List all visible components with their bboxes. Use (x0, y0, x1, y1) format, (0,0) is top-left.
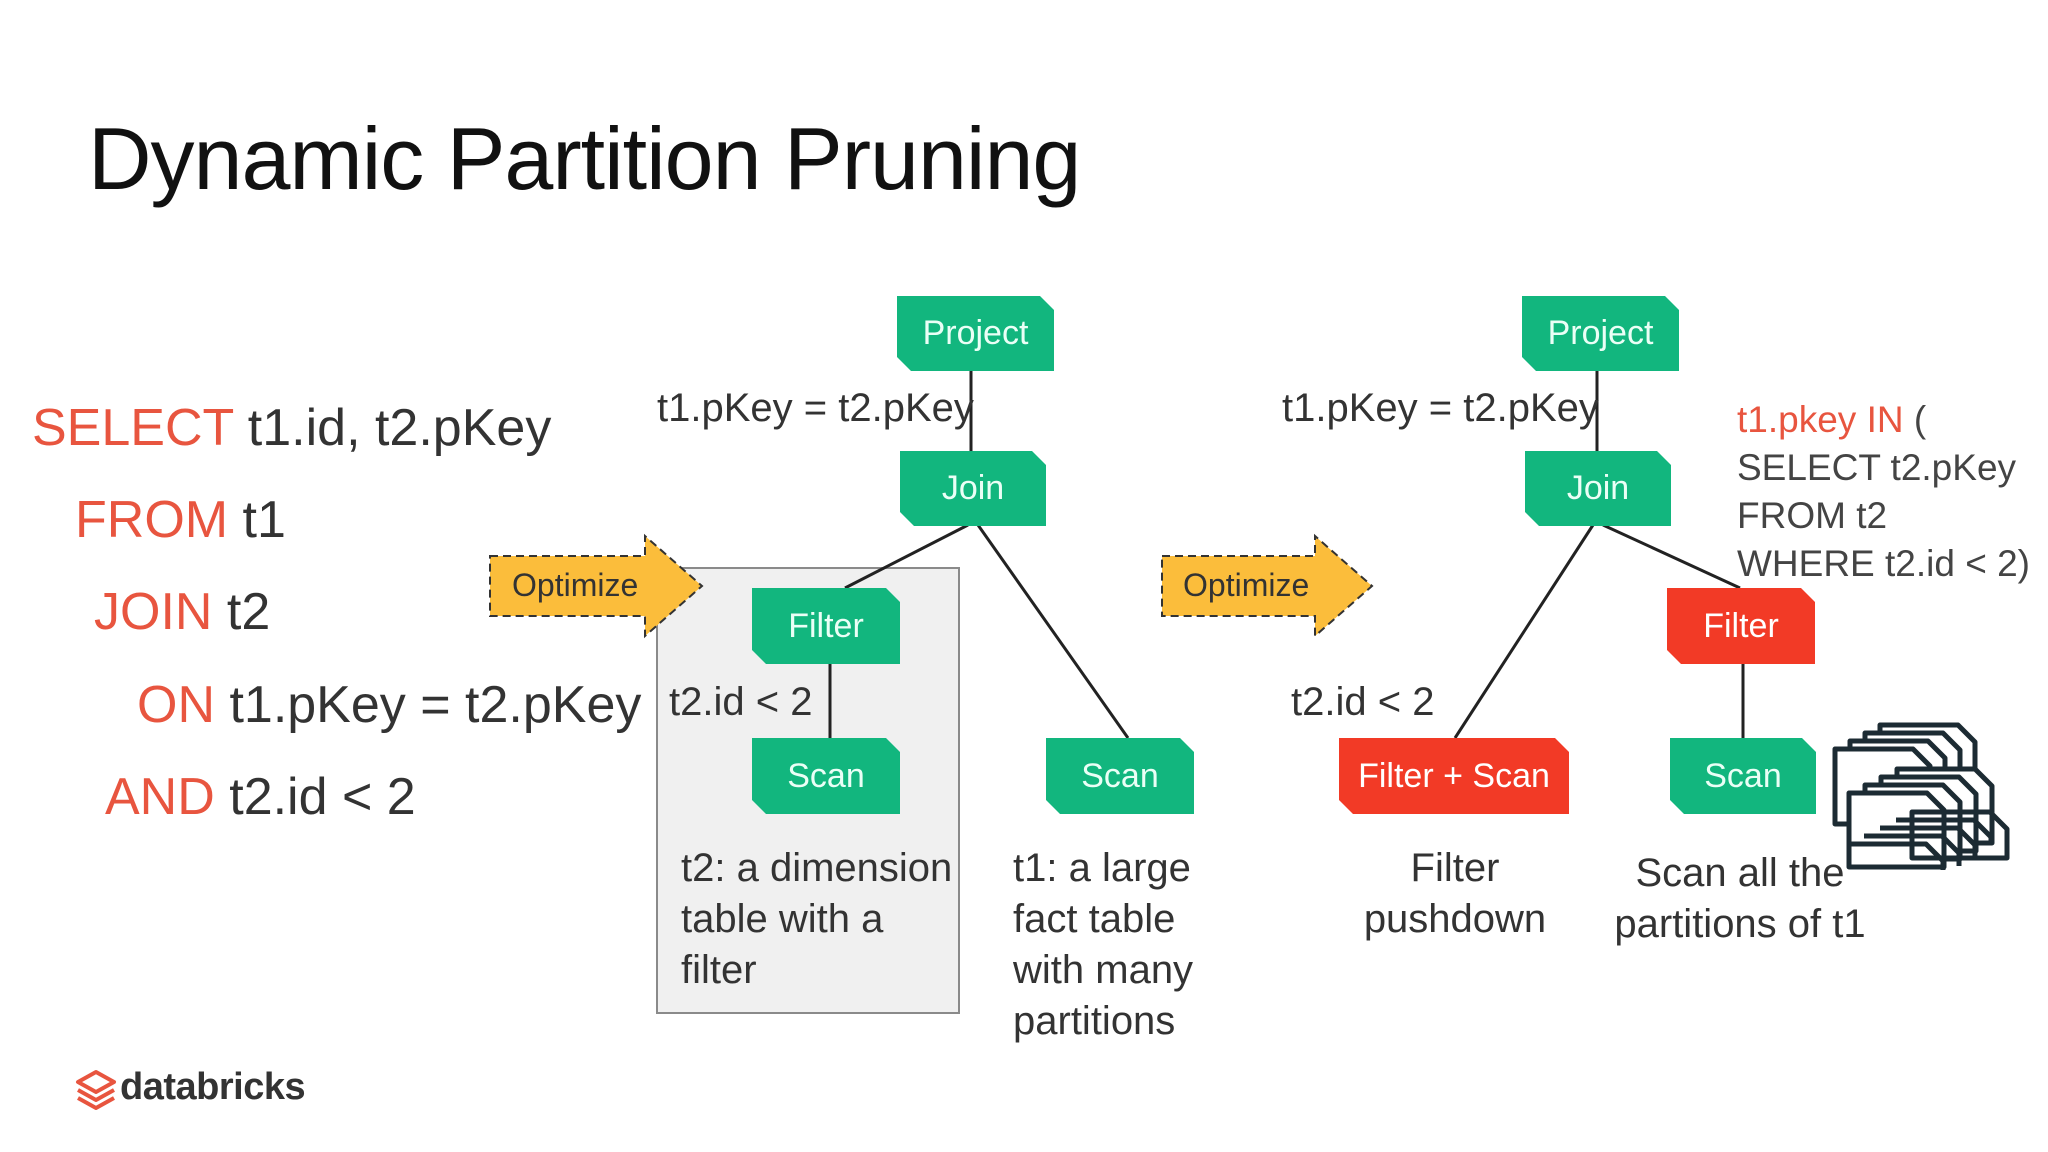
filter-condition-after: t2.id < 2 (1291, 680, 1435, 724)
subquery-line-4: WHERE t2.id < 2) (1737, 543, 2031, 584)
sql-text: t2.id < 2 (214, 768, 416, 826)
partitions-stack-icon (1832, 722, 2010, 870)
sql-text: t1 (228, 491, 286, 549)
subquery-line-3: FROM t2 (1737, 495, 1888, 536)
databricks-logo-icon (76, 1070, 116, 1110)
optimize-arrow-left-shape (489, 533, 704, 639)
project-node-after: Project (1522, 296, 1679, 371)
edge-join-filter-right (1602, 523, 1741, 590)
sql-line-select: SELECT t1.id, t2.pKey (32, 398, 551, 458)
sql-keyword: SELECT (32, 399, 234, 457)
sql-line-and: AND t2.id < 2 (105, 767, 416, 827)
optimize-arrow-left: Optimize (512, 567, 639, 603)
join-condition-before: t1.pKey = t2.pKey (657, 386, 974, 430)
slide-title: Dynamic Partition Pruning (88, 109, 1081, 208)
join-condition-after: t1.pKey = t2.pKey (1282, 386, 1599, 430)
subquery-line-1: t1.pkey IN ( (1737, 396, 1926, 444)
edge-join-scan-left (976, 524, 1130, 739)
sql-keyword: AND (105, 768, 215, 826)
sql-line-join: JOIN t2 (94, 582, 270, 642)
caption-fact-table: t1: a large fact table with many partiti… (1013, 846, 1194, 1043)
sql-line-on: ON t1.pKey = t2.pKey (137, 675, 641, 735)
join-node-after: Join (1525, 451, 1671, 526)
subquery-paren: ( (1903, 399, 1927, 440)
edge-join-filter-left (844, 523, 969, 590)
caption-scan-all-partitions: Scan all the partitions of t1 (1614, 851, 1866, 946)
sql-keyword: ON (137, 676, 215, 734)
sql-text: t2 (212, 583, 271, 641)
caption-dimension-table: t2: a dimension table with a filter (681, 846, 953, 992)
filter-node-after: Filter (1667, 588, 1815, 664)
filter-condition-before: t2.id < 2 (669, 680, 813, 724)
sql-text: t1.id, t2.pKey (233, 399, 552, 457)
project-node-before: Project (897, 296, 1054, 371)
optimize-arrow-right-shape (1161, 533, 1374, 639)
edge-join-filterscan-right (1453, 524, 1595, 739)
filter-scan-node-after: Filter + Scan (1339, 738, 1569, 814)
caption-filter-pushdown: Filter pushdown (1363, 846, 1547, 941)
sql-keyword: FROM (75, 491, 229, 549)
scan-t2-node-before: Scan (752, 738, 900, 814)
databricks-logo-text: databricks (120, 1066, 306, 1108)
sql-keyword: JOIN (94, 583, 213, 641)
sql-text: t1.pKey = t2.pKey (215, 676, 642, 734)
subquery-line-2: SELECT t2.pKey (1737, 447, 2017, 488)
optimize-arrow-right: Optimize (1183, 567, 1310, 603)
filter-node-before: Filter (752, 588, 900, 664)
join-node-before: Join (900, 451, 1046, 526)
scan-t1-node-before: Scan (1046, 738, 1194, 814)
sql-line-from: FROM t1 (75, 490, 286, 550)
scan-node-after: Scan (1670, 738, 1816, 814)
subquery-keyword: t1.pkey IN (1737, 399, 1904, 440)
